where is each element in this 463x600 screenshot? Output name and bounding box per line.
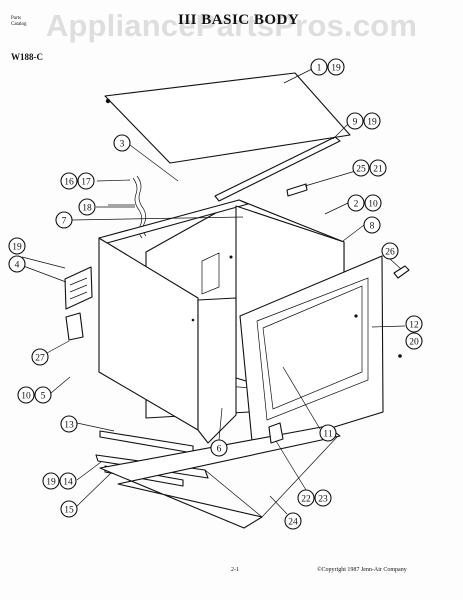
watermark: AppliancePartsPros.com [45,8,418,43]
svg-text:25: 25 [356,165,366,175]
lower-hinge [268,422,284,444]
svg-text:2: 2 [354,200,359,210]
screw [105,98,111,104]
callout-6: 6 [210,439,228,457]
leveling-foot [65,312,84,341]
svg-text:20: 20 [409,338,419,348]
svg-text:16: 16 [64,178,74,188]
svg-text:22: 22 [301,495,311,505]
callout-24: 24 [284,512,302,530]
svg-text:10: 10 [21,392,31,402]
svg-text:19: 19 [46,478,56,488]
header-small-line-1: Parts [11,16,21,21]
svg-text:27: 27 [35,354,45,364]
copyright-notice: ©Copyright 1987 Jenn-Air Company [317,567,407,573]
callout-9-19: 9 19 [346,112,381,130]
top-panel [104,72,351,164]
svg-text:4: 4 [15,261,20,271]
callout-26: 26 [381,242,399,260]
svg-text:26: 26 [385,248,395,258]
front-corner-post [197,297,237,444]
callout-7: 7 [55,211,73,229]
svg-text:24: 24 [288,518,298,528]
svg-text:19: 19 [367,118,377,128]
top-rail [214,136,341,202]
svg-text:14: 14 [63,478,73,488]
svg-text:3: 3 [120,140,125,150]
callout-18: 18 [78,198,96,216]
front-panel [239,255,384,453]
model-number: W188-C [11,52,43,62]
callout-27: 27 [31,348,49,366]
svg-text:12: 12 [409,321,419,331]
callout-11: 11 [319,424,337,442]
callout-4: 4 [8,255,26,273]
svg-text:9: 9 [353,118,358,128]
svg-text:15: 15 [64,506,74,516]
vent-panel [64,266,93,310]
callout-15: 15 [60,500,78,518]
front-base-rail [99,430,194,454]
callout-1-19: 1 19 [310,58,345,76]
back-top-edge [98,199,249,244]
svg-text:10: 10 [368,200,378,210]
svg-text:19: 19 [12,243,22,253]
svg-text:8: 8 [370,222,375,232]
hinge-bracket [286,183,308,197]
svg-text:23: 23 [318,495,328,505]
callout-22-23: 22 23 [297,489,332,507]
svg-text:6: 6 [217,445,222,455]
callout-8: 8 [363,216,381,234]
svg-text:1: 1 [317,64,322,74]
svg-text:5: 5 [41,392,46,402]
page-number: 2-1 [231,567,239,573]
callout-12-20: 12 20 [405,315,423,350]
header-small-line-2: Catalog [11,22,27,27]
svg-text:17: 17 [81,178,91,188]
svg-text:21: 21 [373,165,383,175]
callout-13: 13 [60,415,78,433]
callout-10-5: 10 5 [17,386,52,404]
callout-19: 19 [8,237,26,255]
svg-text:11: 11 [323,430,332,440]
callout-3: 3 [113,134,131,152]
callout-2-10: 2 10 [347,194,382,212]
svg-text:13: 13 [64,421,74,431]
door-latch [393,265,410,279]
svg-text:19: 19 [331,64,341,74]
page-title: III BASIC BODY [178,12,300,28]
svg-text:7: 7 [62,217,67,227]
svg-text:18: 18 [82,204,92,214]
callout-25-21: 25 21 [352,159,387,177]
